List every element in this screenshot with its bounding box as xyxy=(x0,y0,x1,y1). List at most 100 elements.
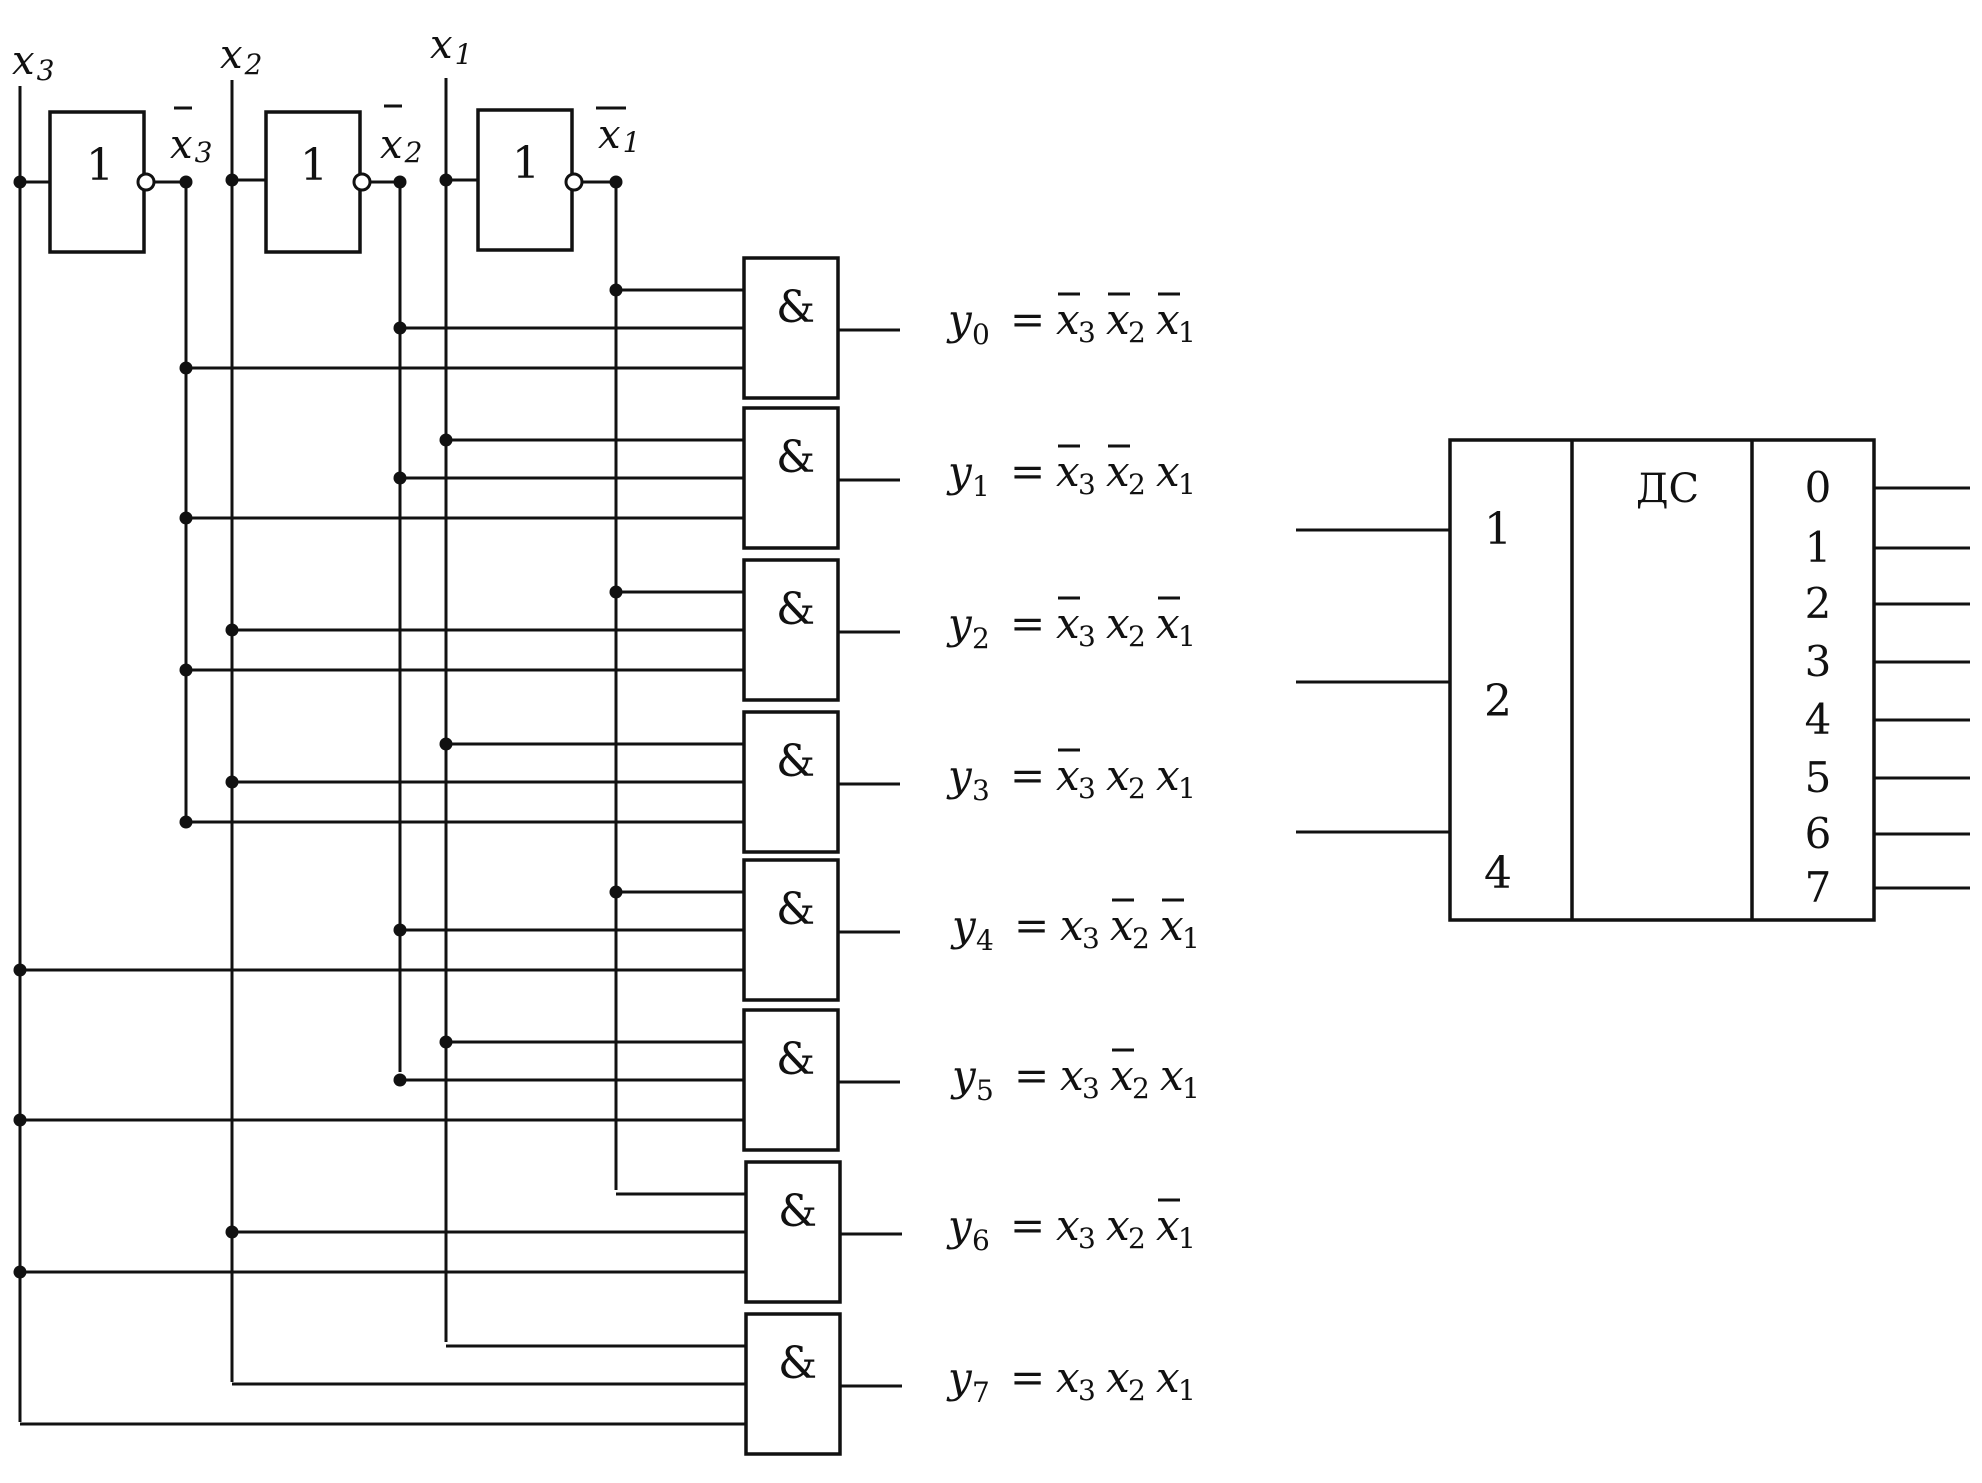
junction-dot xyxy=(439,737,453,751)
output-subscript: 7 xyxy=(972,1376,990,1409)
decoder-title: ДС xyxy=(1636,466,1699,512)
junction-dot xyxy=(225,1225,239,1239)
junction-dot xyxy=(439,433,453,447)
and-gate-2: & xyxy=(742,558,840,702)
inverter-x3: 1 xyxy=(48,110,156,254)
decoder-input-2: 2 xyxy=(1484,676,1512,727)
term-subscript: 1 xyxy=(1178,468,1196,501)
term-subscript: 3 xyxy=(1082,1072,1100,1105)
svg-text:&: & xyxy=(776,884,815,935)
and-gate-4: & xyxy=(742,858,840,1002)
equals-sign: = xyxy=(1014,1051,1049,1100)
junction-dot xyxy=(393,471,407,485)
junction-dot xyxy=(13,1113,27,1127)
inverted-label-x1: x1 xyxy=(596,106,640,159)
term-var: x xyxy=(1056,447,1080,496)
term-subscript: 2 xyxy=(1132,922,1150,955)
equals-sign: = xyxy=(1010,447,1045,496)
term-var: x xyxy=(1106,447,1130,496)
equals-sign: = xyxy=(1010,751,1045,800)
junction-dot xyxy=(609,885,623,899)
term-subscript: 1 xyxy=(1178,316,1196,349)
svg-text:&: & xyxy=(776,282,815,333)
term-var: x xyxy=(1056,1201,1080,1250)
inversion-bubble xyxy=(352,172,372,192)
term-var: x xyxy=(1156,599,1180,648)
term-subscript: 2 xyxy=(1128,772,1146,805)
term-var: x xyxy=(1156,1201,1180,1250)
term-subscript: 3 xyxy=(1078,620,1096,653)
svg-text:&: & xyxy=(778,1338,817,1389)
input-label-x1: x1 xyxy=(430,22,472,71)
and-gate-7: & xyxy=(744,1312,842,1456)
output-label: y xyxy=(950,1051,977,1100)
term-var: x xyxy=(1060,1051,1084,1100)
input-label-x3: x3 xyxy=(12,38,54,87)
term-subscript: 3 xyxy=(1078,772,1096,805)
svg-text:1: 1 xyxy=(512,138,540,189)
decoder-output-6: 6 xyxy=(1805,809,1832,858)
junction-dot xyxy=(393,923,407,937)
junction-dot xyxy=(225,775,239,789)
decoder-output-0: 0 xyxy=(1805,463,1832,512)
output-subscript: 0 xyxy=(972,318,990,351)
input-label-x2: x2 xyxy=(220,32,262,81)
and-gate-1: & xyxy=(742,406,840,550)
output-label: y xyxy=(946,1353,973,1402)
junction-dot xyxy=(13,963,27,977)
output-subscript: 4 xyxy=(976,924,994,957)
svg-text:1: 1 xyxy=(86,140,114,191)
junction-dot xyxy=(393,1073,407,1087)
term-subscript: 1 xyxy=(1182,922,1200,955)
output-label: y xyxy=(946,1201,973,1250)
output-subscript: 1 xyxy=(972,470,990,503)
junction-dot xyxy=(179,511,193,525)
junction-dots xyxy=(13,173,623,1279)
junction-dot xyxy=(179,663,193,677)
junction-dot xyxy=(609,283,623,297)
junction-dot xyxy=(225,173,239,187)
term-subscript: 1 xyxy=(1178,620,1196,653)
junction-dot xyxy=(439,1035,453,1049)
and-gate-6: & xyxy=(744,1160,842,1304)
junction-dot xyxy=(225,623,239,637)
svg-text:x2: x2 xyxy=(380,122,422,169)
term-var: x xyxy=(1056,1353,1080,1402)
term-var: x xyxy=(1160,901,1184,950)
output-label: y xyxy=(946,599,973,648)
junction-dot xyxy=(179,175,193,189)
svg-text:1: 1 xyxy=(300,140,328,191)
svg-text:&: & xyxy=(776,432,815,483)
output-label: y xyxy=(946,751,973,800)
decoder-output-7: 7 xyxy=(1805,863,1832,912)
term-var: x xyxy=(1056,751,1080,800)
svg-text:&: & xyxy=(776,736,815,787)
output-subscript: 2 xyxy=(972,622,990,655)
inverted-label-x2: x2 xyxy=(380,104,422,169)
equals-sign: = xyxy=(1010,599,1045,648)
inversion-bubble xyxy=(136,172,156,192)
term-subscript: 2 xyxy=(1128,1222,1146,1255)
output-subscript: 5 xyxy=(976,1074,994,1107)
decoder-input-4: 4 xyxy=(1484,848,1512,899)
term-subscript: 2 xyxy=(1128,316,1146,349)
decoder-output-3: 3 xyxy=(1805,637,1832,686)
term-subscript: 2 xyxy=(1128,1374,1146,1407)
inversion-bubble xyxy=(564,172,584,192)
svg-text:&: & xyxy=(776,584,815,635)
equals-sign: = xyxy=(1010,1201,1045,1250)
term-var: x xyxy=(1156,1353,1180,1402)
and-gate-5: & xyxy=(742,1008,840,1152)
svg-text:&: & xyxy=(776,1034,815,1085)
term-var: x xyxy=(1106,1201,1130,1250)
decoder-output-5: 5 xyxy=(1805,753,1832,802)
term-var: x xyxy=(1056,295,1080,344)
junction-dot xyxy=(439,173,453,187)
term-var: x xyxy=(1156,447,1180,496)
